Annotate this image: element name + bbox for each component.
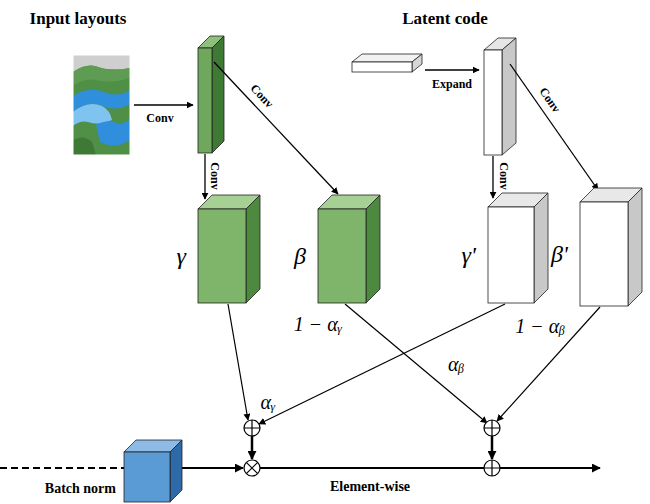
operation-label: Conv <box>209 162 221 189</box>
layout-feature-map <box>198 36 224 153</box>
add-symbol <box>244 420 260 436</box>
box-shape <box>198 195 260 303</box>
add-symbol <box>484 420 500 436</box>
block-label: Batch norm <box>45 482 116 496</box>
operation-label: Element-wise <box>330 480 410 494</box>
multiply-symbol <box>244 460 260 476</box>
weight-label: 1 − αᵧ <box>294 314 343 334</box>
weight-label: 1 − αᵦ <box>515 316 565 336</box>
box-shape <box>580 188 642 306</box>
parameter-label: β' <box>551 242 568 266</box>
weight-label: αᵧ <box>260 392 275 412</box>
section-heading: Latent code <box>402 10 487 27</box>
batch-norm-block: Batch norm <box>124 440 182 502</box>
gamma-map: γ <box>198 195 260 303</box>
latent-vector <box>352 54 422 72</box>
operation-label: Conv <box>537 85 563 114</box>
operator-symbols <box>244 420 500 476</box>
gamma-prime-map: γ' <box>488 193 548 303</box>
weight-lines <box>228 304 600 424</box>
section-heading: Input layouts <box>30 10 127 27</box>
main-signal-path <box>0 436 600 468</box>
parameter-label: γ' <box>461 243 476 267</box>
operation-label: Conv <box>248 82 275 110</box>
conv-arrows <box>134 62 598 199</box>
box-shape <box>488 193 548 303</box>
parameter-label: β <box>294 244 306 268</box>
operation-label: Conv <box>146 112 173 124</box>
beta-prime-map: β' <box>580 188 642 306</box>
box-shape <box>124 440 182 502</box>
operation-label: Expand <box>432 78 472 90</box>
box-shape <box>318 195 380 303</box>
beta-map: β <box>318 195 380 303</box>
weight-label: αᵦ <box>448 354 464 374</box>
input-layout-image <box>73 55 130 155</box>
parameter-label: γ <box>177 244 186 268</box>
add-symbol <box>484 460 500 476</box>
operation-label: Conv <box>498 162 510 189</box>
expanded-latent-map <box>484 38 516 155</box>
